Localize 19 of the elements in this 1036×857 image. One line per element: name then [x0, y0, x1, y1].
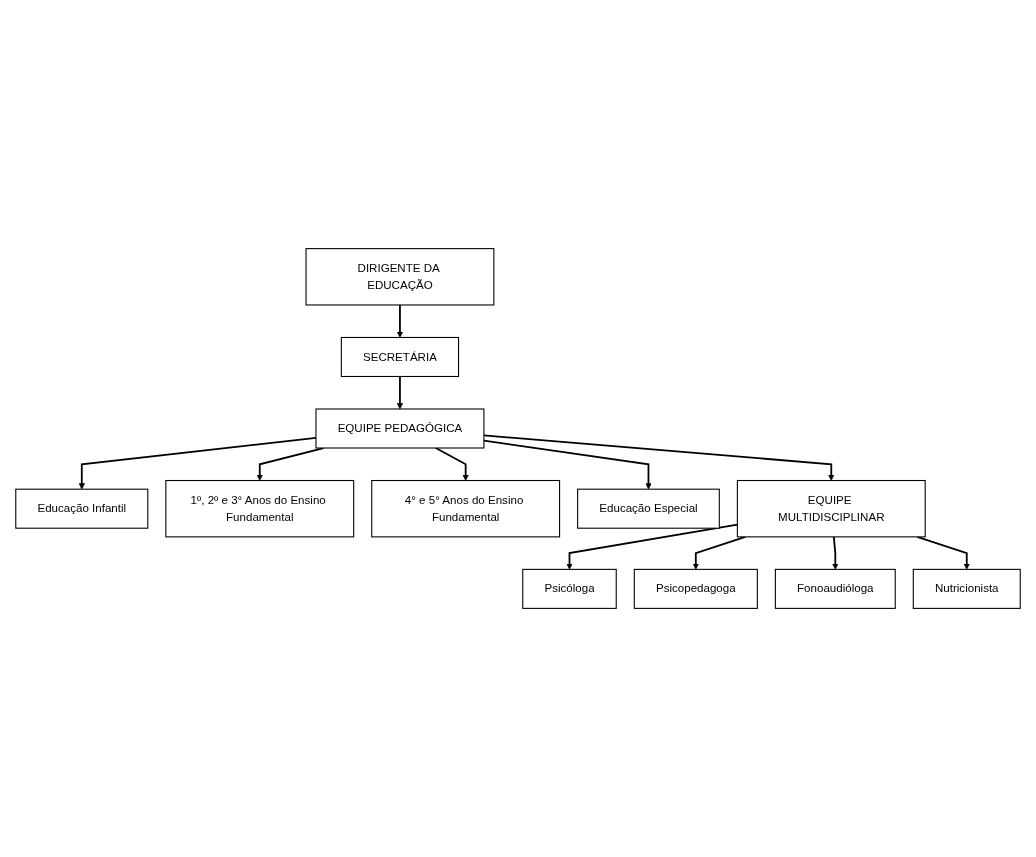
node-box: Nutricionista [912, 568, 1021, 609]
arrow [396, 375, 404, 410]
arrow [396, 304, 404, 338]
node-box: EQUIPE PEDAGÓGICA [315, 408, 485, 449]
node-box: Psicóloga [522, 568, 617, 609]
arrow [916, 535, 970, 570]
node-box: SECRETÁRIA [340, 336, 460, 378]
node-box: Fonoaudióloga [774, 568, 896, 609]
arrow [832, 535, 839, 570]
node-box: Educação Infantil [15, 488, 149, 529]
node-box: 1º, 2º e 3° Anos do Ensino Fundamental [165, 479, 355, 538]
node-box: Educação Especial [577, 488, 720, 529]
arrow [483, 439, 652, 490]
node-box: 4° e 5° Anos do Ensino Fundamental [371, 479, 561, 538]
node-box: DIRIGENTE DA EDUCAÇÃO [305, 248, 495, 306]
node-box: EQUIPE MULTIDISCIPLINAR [736, 479, 926, 538]
arrow [483, 434, 835, 481]
arrow [434, 447, 469, 481]
node-box: Psicopedagoga [633, 568, 758, 609]
